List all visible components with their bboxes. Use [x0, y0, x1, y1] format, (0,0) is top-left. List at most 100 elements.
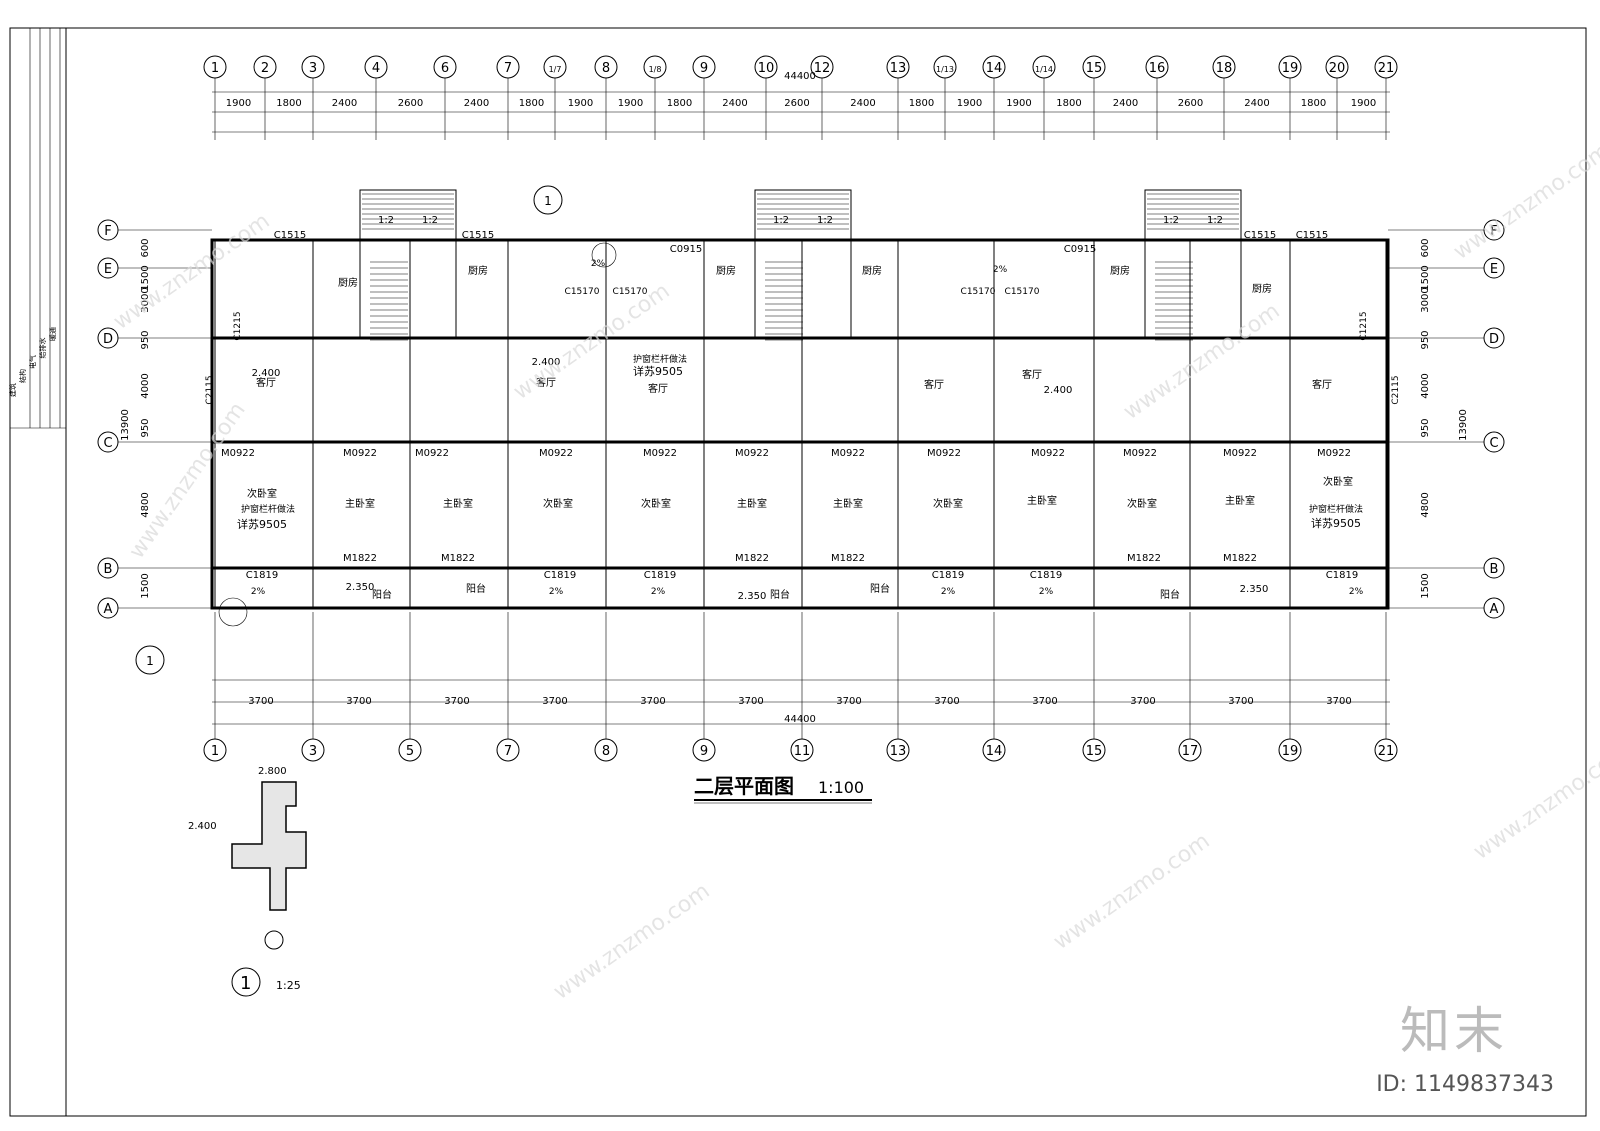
- room-label: 客厅: [1312, 378, 1332, 391]
- room-label: 阳台: [372, 588, 392, 601]
- top-dimension-value: 1900: [1351, 98, 1376, 109]
- bottom-dimension-value: 3700: [346, 696, 371, 707]
- bottom-dimension-value: 3700: [1032, 696, 1057, 707]
- window-label: C1819: [1326, 570, 1358, 581]
- axis-label-top: 10: [758, 61, 775, 76]
- room-label: 厨房: [1110, 264, 1130, 277]
- section-callout-label: 1: [544, 194, 552, 208]
- side-dimension-value: 950: [1420, 330, 1431, 349]
- side-dimension-value: 4000: [1420, 373, 1431, 398]
- window-label: C1515: [274, 230, 306, 241]
- top-dimension-lines: [212, 91, 1390, 133]
- level-label: 2.400: [1044, 385, 1073, 396]
- top-dimension-value: 2400: [332, 98, 357, 109]
- side-dimension-value: 1500: [140, 573, 151, 598]
- room-label: 主卧室: [1027, 494, 1057, 507]
- room-label: 客厅: [1022, 368, 1042, 381]
- detail-level-top: 2.800: [258, 766, 287, 777]
- door-label: M0922: [831, 448, 865, 459]
- drawing-scale: 1:100: [818, 778, 864, 797]
- bottom-dimension-value: 3700: [444, 696, 469, 707]
- window-label: C15170: [1005, 287, 1040, 297]
- bottom-dimension-lines: [212, 679, 1390, 725]
- axis-label-bottom: 14: [986, 744, 1003, 759]
- window-label: C0915: [670, 244, 702, 255]
- axis-label-top: 1/14: [1035, 65, 1053, 74]
- room-label: 阳台: [1160, 588, 1180, 601]
- axis-label-top: 18: [1216, 61, 1233, 76]
- axis-label-top: 13: [890, 61, 907, 76]
- side-dimension-value: 1500: [1420, 265, 1431, 290]
- room-label: 阳台: [770, 588, 790, 601]
- door-label: M0922: [927, 448, 961, 459]
- stair-ratio-label: 1:2: [378, 215, 394, 226]
- axis-label-bottom: 8: [602, 744, 610, 759]
- door-label: M0922: [1317, 448, 1351, 459]
- top-dimension-value: 1900: [226, 98, 251, 109]
- axis-label-top: 21: [1378, 61, 1395, 76]
- room-label: 主卧室: [737, 497, 767, 510]
- stair-ratio-label: 1:2: [1207, 215, 1223, 226]
- top-dimension-value: 1900: [1006, 98, 1031, 109]
- axis-label-top: 14: [986, 61, 1003, 76]
- section-callout-label: 1: [146, 654, 154, 668]
- window-label: C1215: [233, 311, 243, 340]
- door-label: M1822: [1127, 553, 1161, 564]
- door-label: M1822: [831, 553, 865, 564]
- axis-label-side: B: [104, 562, 113, 577]
- slope-label: 2%: [251, 587, 266, 597]
- axis-label-top: 1/8: [649, 65, 662, 74]
- room-label: 主卧室: [443, 497, 473, 510]
- window-label: C1515: [462, 230, 494, 241]
- axis-label-bottom: 13: [890, 744, 907, 759]
- room-label: 厨房: [338, 276, 358, 289]
- side-dimension-value: 4800: [1420, 492, 1431, 517]
- bottom-dimension-value: 3700: [1228, 696, 1253, 707]
- section-callout-ring: [218, 597, 248, 627]
- top-dimension-value: 1800: [519, 98, 544, 109]
- room-label: 厨房: [1252, 282, 1272, 295]
- section-callout: [533, 185, 563, 215]
- door-label: M0922: [415, 448, 449, 459]
- window-label: C15170: [565, 287, 600, 297]
- window-label: C1819: [1030, 570, 1062, 581]
- room-label: 阳台: [870, 582, 890, 595]
- room-label: 客厅: [256, 376, 276, 389]
- window-label: C1819: [932, 570, 964, 581]
- railing-note: 护窗栏杆做法: [1309, 503, 1363, 515]
- axis-label-top: 12: [814, 61, 831, 76]
- watermark-text: www.znzmo.com: [1449, 139, 1600, 265]
- bottom-dimension-value: 3700: [640, 696, 665, 707]
- level-label: 2.350: [1240, 584, 1269, 595]
- building-walls: [210, 189, 1390, 610]
- window-label: C1215: [1359, 311, 1369, 340]
- door-label: M0922: [643, 448, 677, 459]
- side-dimension-value: 3000: [140, 287, 151, 312]
- door-label: M0922: [1123, 448, 1157, 459]
- side-dimension-value: 1500: [1420, 573, 1431, 598]
- top-dimension-value: 2400: [1244, 98, 1269, 109]
- title-block-label: 暖通: [48, 327, 57, 341]
- total-depth-value: 13900: [1458, 409, 1469, 441]
- level-label: 2.350: [346, 582, 375, 593]
- railing-ref: 详苏9505: [237, 517, 287, 531]
- title-block-label: 建筑: [8, 383, 17, 397]
- watermark-text: www.znzmo.com: [109, 209, 274, 335]
- top-dimension-value: 1800: [1301, 98, 1326, 109]
- title-block-label: 给排水: [38, 338, 47, 359]
- window-label: C15170: [613, 287, 648, 297]
- door-label: M0922: [539, 448, 573, 459]
- door-label: M1822: [343, 553, 377, 564]
- watermark-text: www.znzmo.com: [549, 879, 714, 1005]
- window-label: C1515: [1296, 230, 1328, 241]
- axis-label-side: C: [1489, 436, 1498, 451]
- top-dimension-value: 1800: [276, 98, 301, 109]
- watermark-logo: 知末: [1400, 1002, 1508, 1060]
